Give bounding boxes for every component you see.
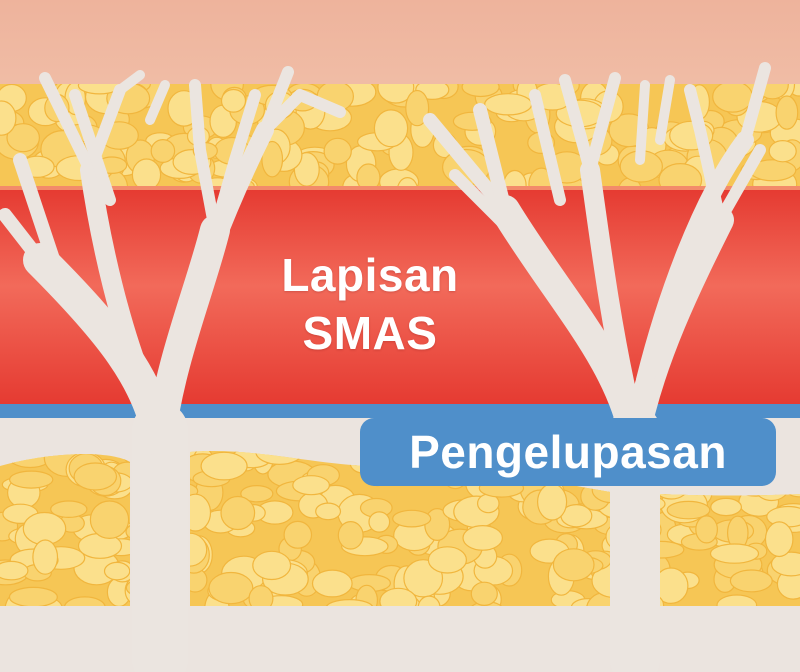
fat-cell xyxy=(716,594,758,610)
fat-cell xyxy=(729,569,773,593)
fat-cell xyxy=(368,511,391,533)
retaining-ligament-tree-icon xyxy=(423,62,771,672)
fat-cell xyxy=(427,546,467,574)
fat-cell xyxy=(73,462,118,491)
fat-cell xyxy=(405,89,430,127)
fat-cell xyxy=(377,84,415,104)
skin-layer xyxy=(0,0,800,90)
fat-cell xyxy=(248,585,274,610)
fat-cell xyxy=(103,561,131,581)
smas-layer-label: Lapisan SMAS xyxy=(230,246,510,362)
fat-cell xyxy=(89,500,130,540)
fat-cell xyxy=(208,571,254,605)
deep-tissue-layer xyxy=(0,606,800,672)
fat-cell xyxy=(131,158,162,191)
fat-cell xyxy=(666,500,711,520)
fat-cell xyxy=(311,569,353,598)
fat-cell xyxy=(0,100,17,136)
fat-cell xyxy=(315,502,342,521)
retaining-ligament-tree-icon xyxy=(0,66,346,672)
fat-cell xyxy=(709,543,760,564)
fat-cell xyxy=(220,495,256,531)
fat-cell xyxy=(252,550,292,581)
fat-cell xyxy=(50,500,88,518)
fat-cell xyxy=(695,515,718,544)
fat-cell xyxy=(8,586,58,608)
fat-cell xyxy=(764,521,794,558)
smas-label-line2: SMAS xyxy=(302,307,438,359)
fat-cell xyxy=(461,84,500,98)
fat-cell xyxy=(658,163,703,192)
fat-cell xyxy=(768,139,797,163)
dissection-plane xyxy=(0,404,800,418)
fat-cell xyxy=(292,475,331,496)
fat-cell xyxy=(470,581,498,607)
fat-cell xyxy=(261,140,284,178)
fat-cell xyxy=(392,509,432,528)
fat-cell xyxy=(536,483,568,521)
fat-cell xyxy=(0,560,29,581)
dissection-label-badge: Pengelupasan xyxy=(360,418,776,486)
fat-cell xyxy=(552,548,595,582)
fat-cell xyxy=(712,84,754,113)
fat-cell xyxy=(462,525,504,551)
fat-cell xyxy=(32,539,59,575)
fat-cell xyxy=(373,109,409,148)
fat-cell xyxy=(283,520,313,549)
fat-cell xyxy=(220,88,247,113)
fat-cell xyxy=(6,123,41,153)
fat-cell xyxy=(323,137,352,165)
smas-top-edge xyxy=(0,186,800,190)
fat-cell xyxy=(710,497,742,517)
smas-label-line1: Lapisan xyxy=(281,249,459,301)
fat-cell xyxy=(337,520,364,550)
fat-cell xyxy=(150,139,176,164)
fat-cell xyxy=(775,95,799,130)
fat-cell xyxy=(9,470,54,489)
fat-cell xyxy=(484,93,533,116)
fat-cell xyxy=(240,485,274,503)
fat-cell xyxy=(770,551,800,577)
fat-cell xyxy=(200,451,248,481)
